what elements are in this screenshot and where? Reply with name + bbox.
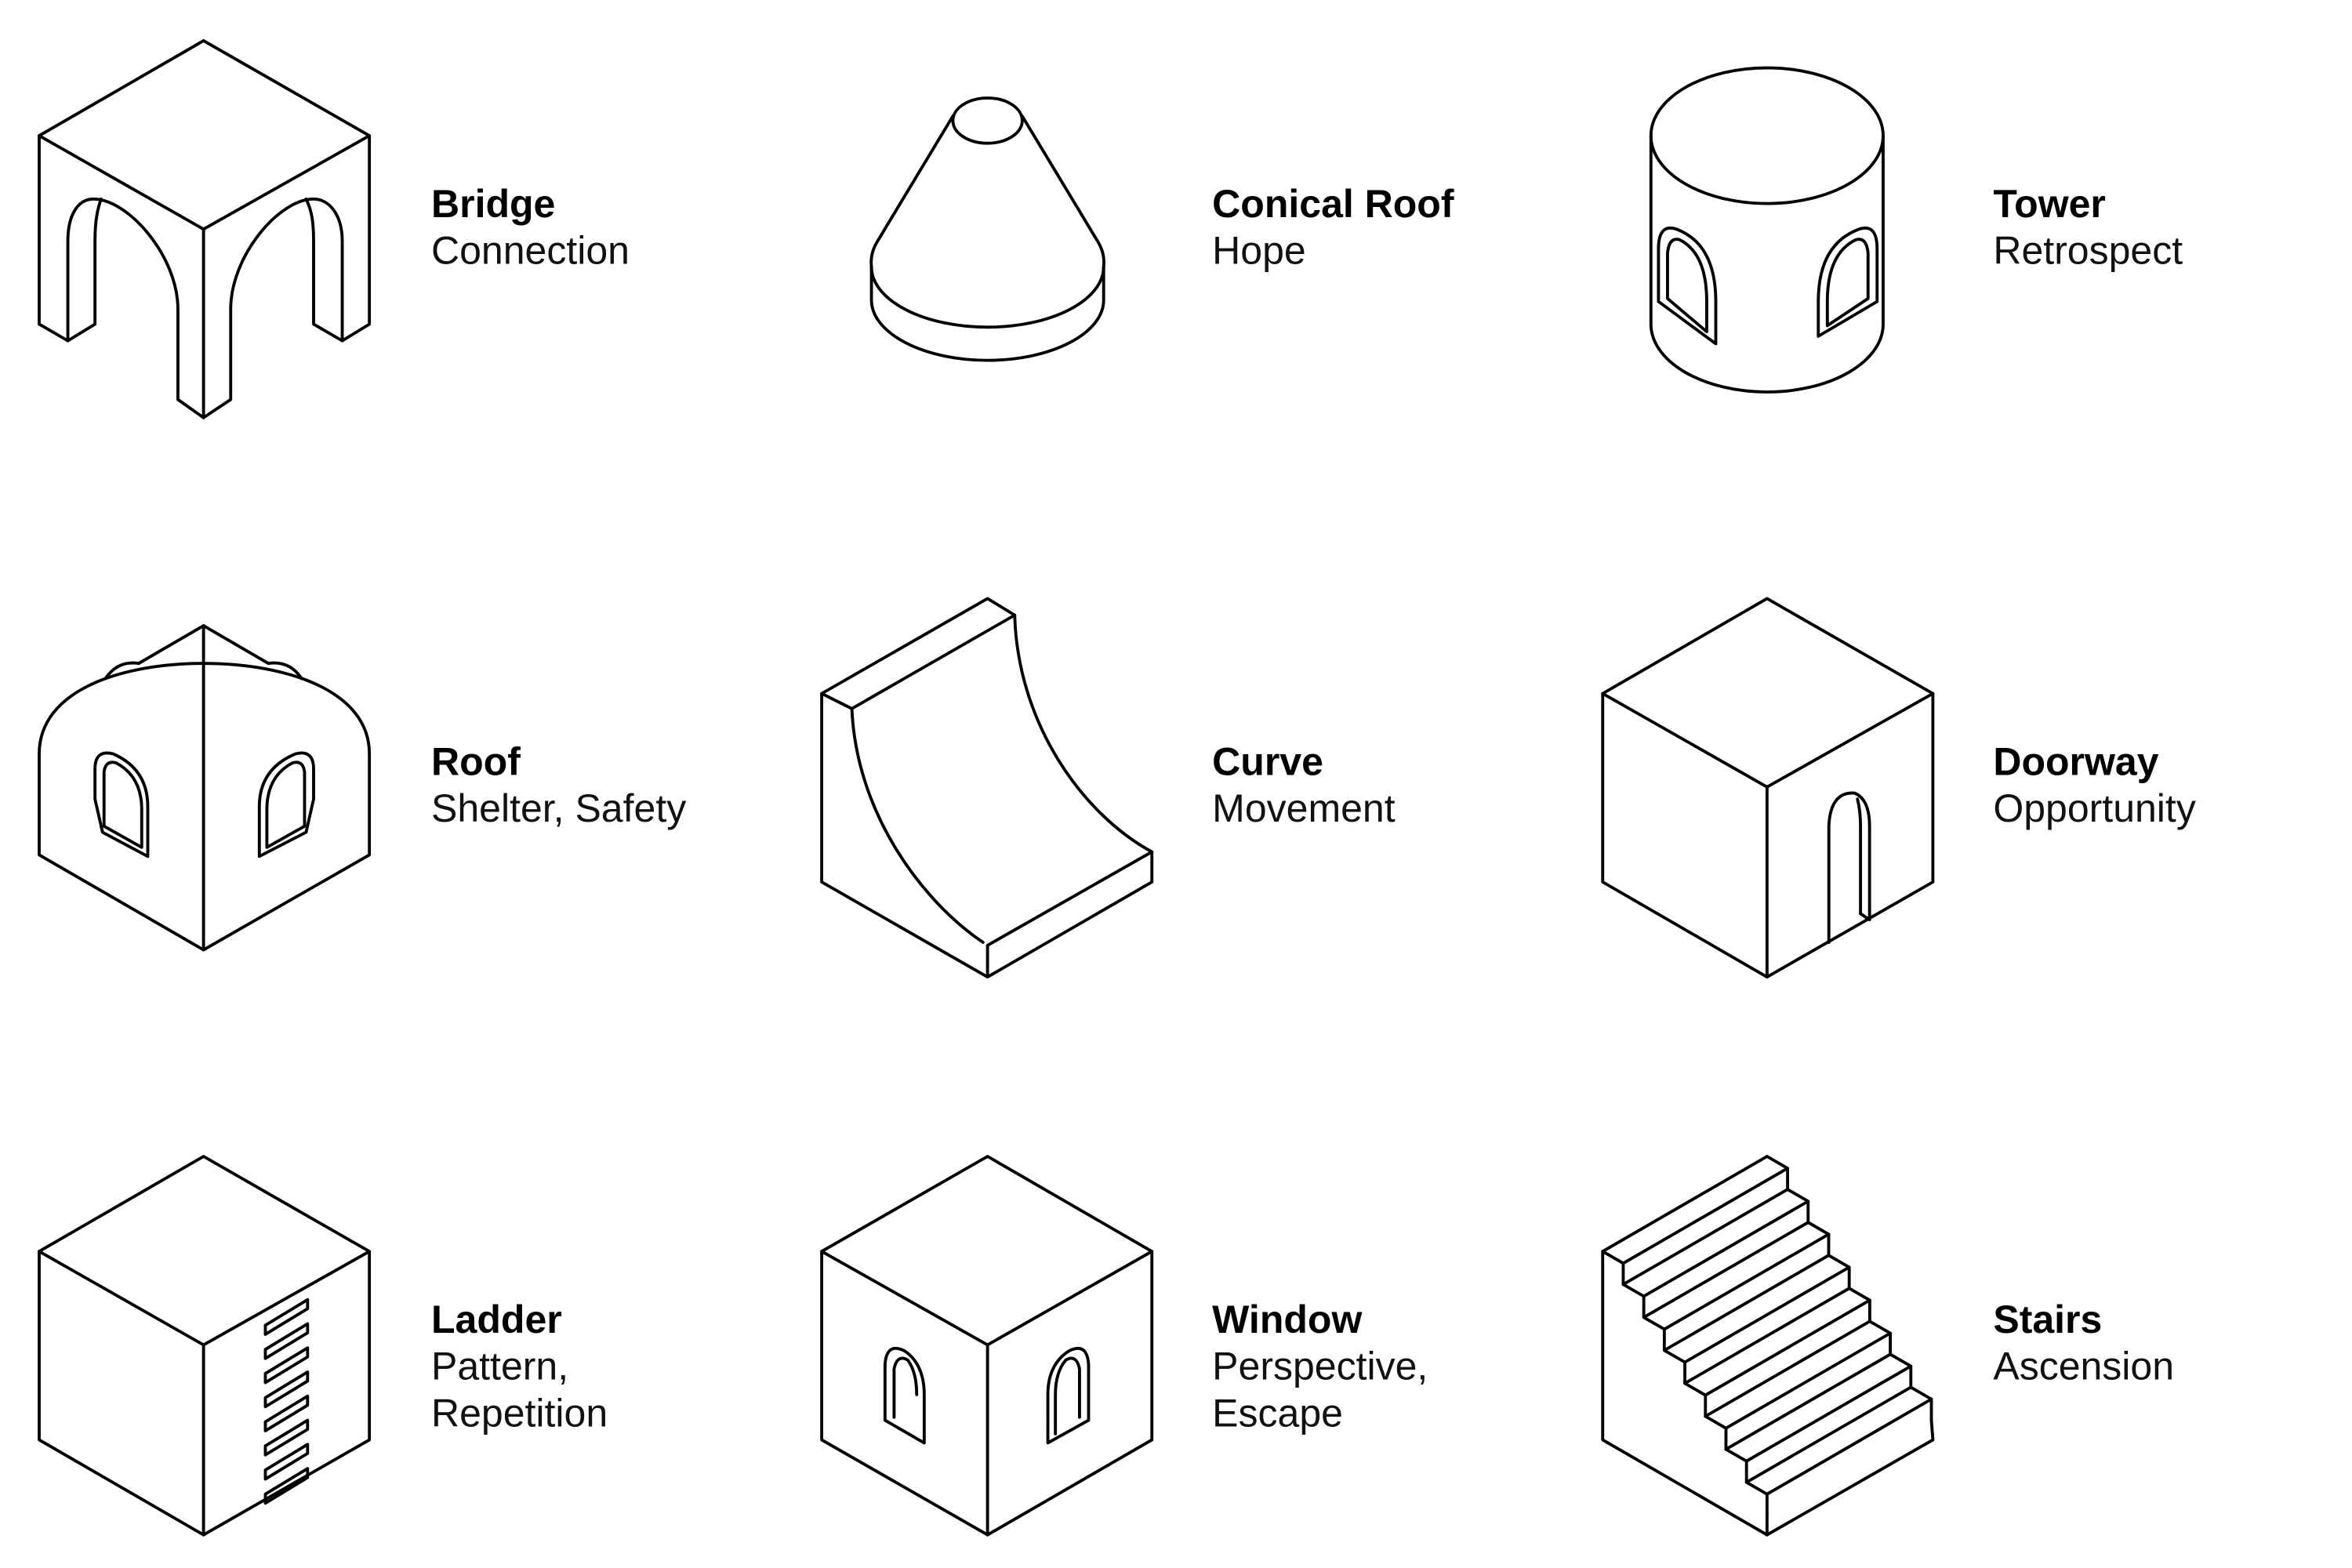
title: Conical Roof: [1212, 180, 1454, 227]
subtitle: Shelter, Safety: [431, 785, 687, 831]
subtitle: Movement: [1212, 785, 1396, 831]
stairs-icon: [1601, 1155, 1935, 1537]
stair-tread-front-edge: [1621, 1167, 1790, 1265]
stair-tread-front-edge: [1704, 1298, 1871, 1397]
stair-right-profile: [1765, 1155, 1933, 1422]
stair-tread-front-edge: [1724, 1331, 1893, 1430]
title: Stairs: [1993, 1296, 2103, 1342]
subtitle: Pattern,: [431, 1343, 569, 1389]
stair-tread-back-edge: [1724, 1352, 1893, 1451]
subtitle: Connection: [431, 227, 630, 274]
stair-tread-back-edge: [1621, 1188, 1790, 1287]
ladder-rung: [263, 1298, 310, 1336]
tower-icon: [1649, 66, 1885, 394]
subtitle: Ascension: [1993, 1343, 2175, 1389]
ladder-rung: [263, 1443, 310, 1481]
subtitle: Opportunity: [1993, 785, 2196, 831]
subtitle: Retrospect: [1993, 227, 2183, 274]
title: Window: [1212, 1296, 1363, 1342]
stair-tread-front-edge: [1642, 1200, 1810, 1298]
title: Tower: [1993, 180, 2106, 227]
ladder-rung: [263, 1418, 310, 1457]
title: Roof: [431, 739, 521, 785]
ladder-rung: [263, 1370, 310, 1409]
ladder-rung: [263, 1394, 310, 1432]
curve-icon: [820, 597, 1154, 979]
stair-tread-back-edge: [1642, 1221, 1810, 1319]
title: Ladder: [431, 1296, 562, 1342]
ladder-icon: [38, 1155, 372, 1537]
title: Curve: [1212, 739, 1323, 785]
window-icon: [820, 1155, 1154, 1537]
ladder-rung: [263, 1346, 310, 1385]
title: Doorway: [1993, 739, 2159, 785]
stair-tread-back-edge: [1744, 1385, 1913, 1484]
stair-tread-back-edge: [1662, 1254, 1831, 1352]
subtitle-line-2: Repetition: [431, 1390, 608, 1436]
conical-roof-icon: [869, 96, 1105, 362]
roof-icon: [38, 624, 372, 952]
subtitle-line-2: Escape: [1212, 1390, 1343, 1436]
stair-tread-front-edge: [1662, 1232, 1831, 1331]
subtitle: Hope: [1212, 227, 1306, 274]
stair-left-profile: [1601, 1250, 1769, 1517]
title: Bridge: [431, 180, 556, 227]
bridge-icon: [38, 39, 372, 419]
subtitle: Perspective,: [1212, 1343, 1428, 1389]
doorway-icon: [1601, 597, 1935, 979]
stair-tread-back-edge: [1683, 1287, 1851, 1385]
stair-tread-front-edge: [1683, 1265, 1851, 1364]
stair-tread-front-edge: [1765, 1397, 1933, 1496]
stair-tread-front-edge: [1744, 1364, 1913, 1463]
stair-tread-back-edge: [1704, 1319, 1871, 1418]
ladder-rung: [263, 1467, 310, 1505]
stair-tread-back-edge: [1601, 1155, 1769, 1254]
ladder-rung: [263, 1322, 310, 1360]
